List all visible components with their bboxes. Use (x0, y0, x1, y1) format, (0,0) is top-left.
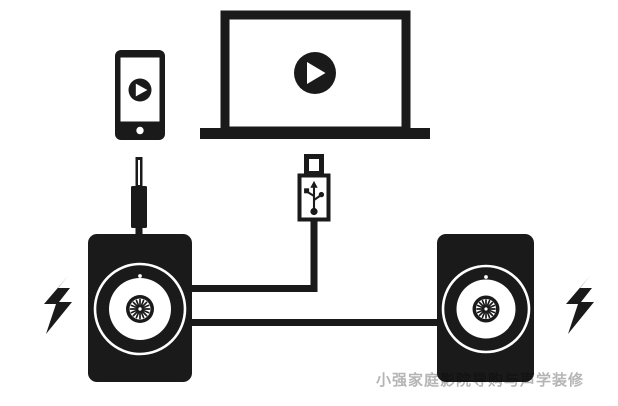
audio-jack-slit (138, 160, 140, 185)
play-icon[interactable] (294, 52, 336, 94)
smartphone-device[interactable] (115, 50, 165, 140)
left-speaker[interactable] (88, 234, 192, 382)
usb-cable (186, 219, 318, 292)
play-icon-triangle (307, 62, 326, 84)
lightning-bolt-right (566, 276, 594, 334)
right-speaker[interactable] (437, 234, 534, 382)
usb-icon (304, 180, 325, 216)
home-button[interactable] (136, 126, 144, 135)
speaker-driver (93, 262, 187, 356)
lightning-bolt-right-shape (566, 276, 594, 334)
usb-connector[interactable] (186, 154, 331, 292)
driver-outer-ring (93, 262, 187, 356)
driver-outer-ring (441, 264, 531, 354)
play-icon[interactable] (128, 78, 152, 102)
audio-jack-barrel (131, 186, 147, 228)
tweeter-dot (138, 274, 142, 278)
laptop-device[interactable] (200, 10, 430, 139)
driver-center-dot (138, 307, 142, 311)
lightning-bolt-left (44, 276, 72, 334)
tweeter-dot (484, 275, 488, 279)
speaker-driver (441, 264, 531, 354)
driver-center-dot (484, 307, 488, 311)
lightning-bolt-left-shape (44, 276, 72, 334)
laptop-base (200, 128, 430, 139)
